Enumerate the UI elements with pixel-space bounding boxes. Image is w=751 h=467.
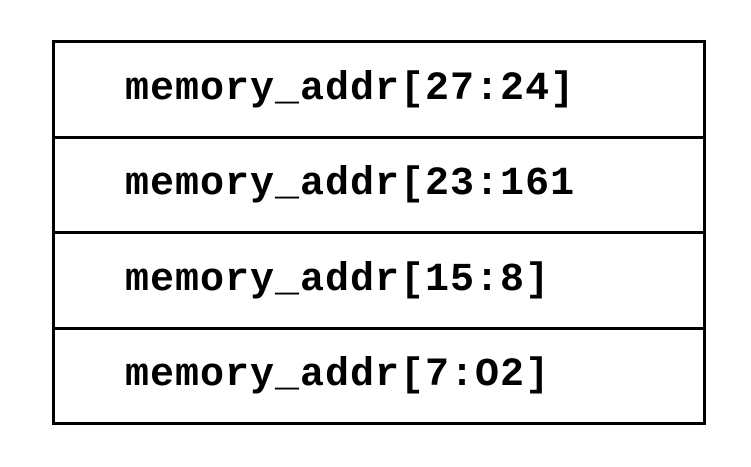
address-field-label: memory_addr[15:8] (125, 258, 550, 303)
address-field-row: memory_addr[27:24] (55, 43, 703, 136)
address-field-row: memory_addr[23:161 (55, 136, 703, 232)
address-field-label: memory_addr[7:O2] (125, 353, 550, 398)
address-field-row: memory_addr[15:8] (55, 231, 703, 327)
memory-address-field-stack: memory_addr[27:24] memory_addr[23:161 me… (52, 40, 706, 425)
address-field-label: memory_addr[27:24] (125, 67, 575, 112)
address-field-row: memory_addr[7:O2] (55, 327, 703, 423)
address-field-label: memory_addr[23:161 (125, 162, 575, 207)
